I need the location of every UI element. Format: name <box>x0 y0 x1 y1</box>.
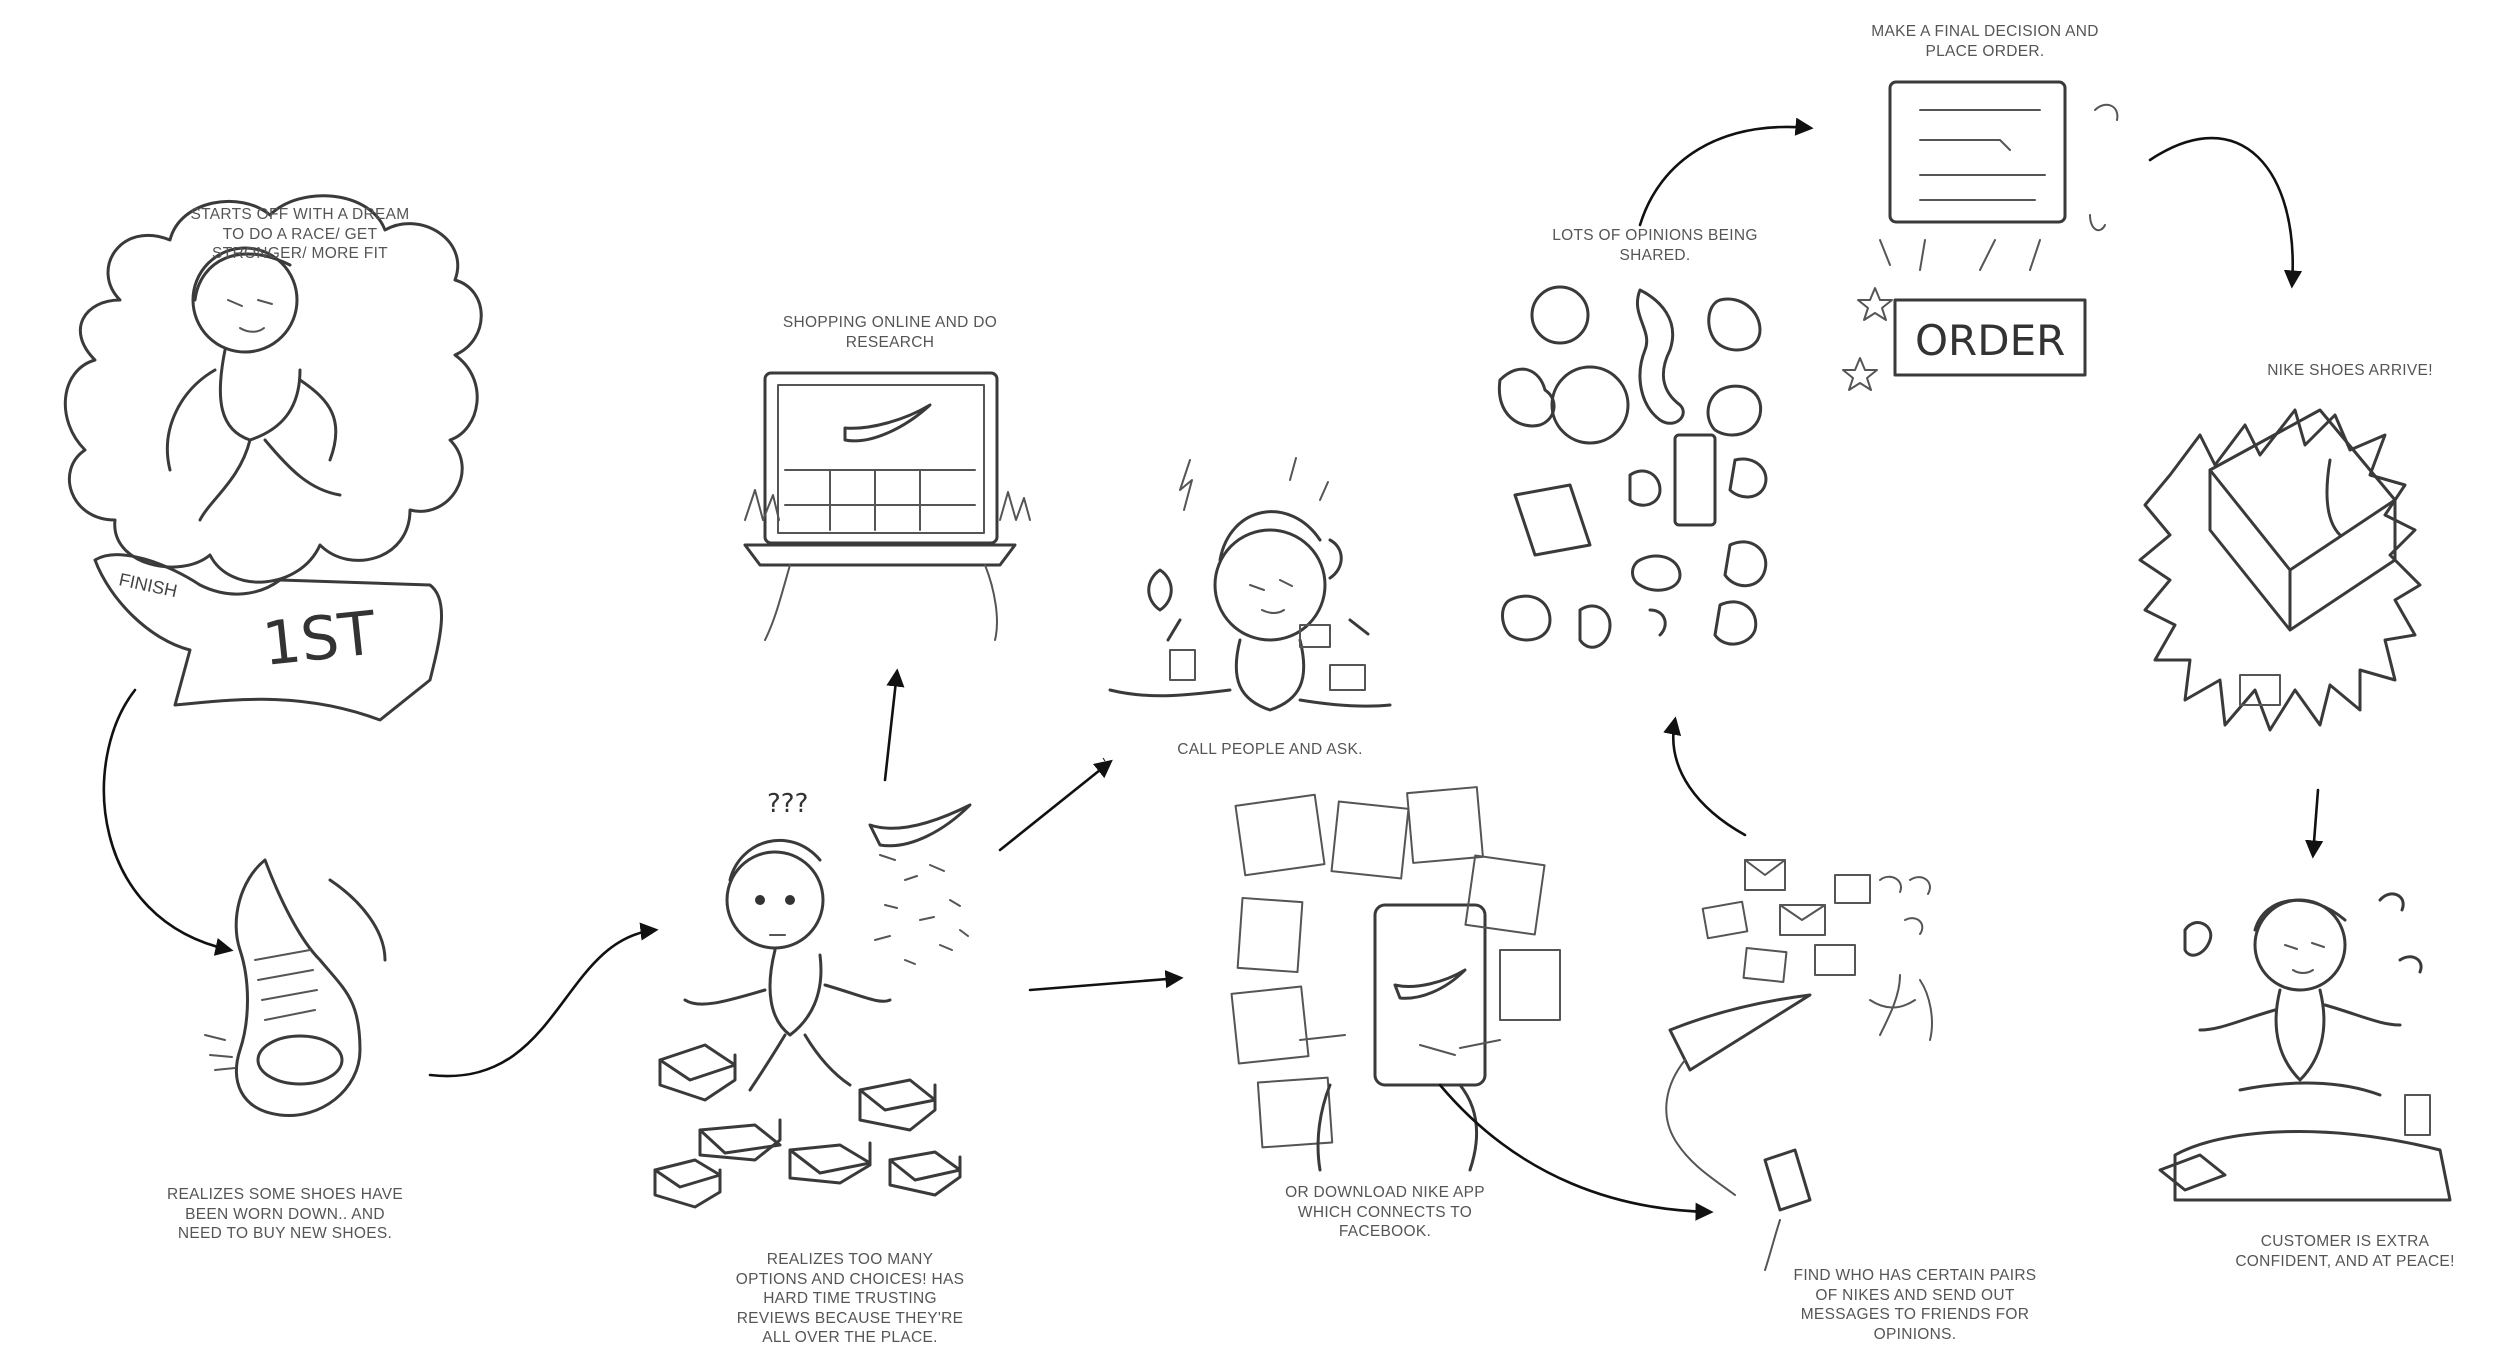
arrow-opinions-to-order <box>1638 117 1814 227</box>
caption-find-who: FIND WHO HAS CERTAIN PAIRS OF NIKES AND … <box>1793 1267 2037 1343</box>
order-sketch-text: ORDER <box>1915 316 2065 365</box>
caption-call-people: CALL PEOPLE AND ASK. <box>1177 741 1363 758</box>
first-place-text: 1ST <box>259 598 379 679</box>
caption-shoes-arrive: NIKE SHOES ARRIVE! <box>2267 362 2433 379</box>
caption-confident: CUSTOMER IS EXTRA CONFIDENT, AND AT PEAC… <box>2235 1233 2455 1270</box>
question-marks-text: ??? <box>767 789 808 819</box>
arrow-options-to-call <box>998 759 1113 852</box>
caption-dream: STARTS OFF WITH A DREAM TO DO A RACE/ GE… <box>190 206 410 262</box>
caption-shoes-worn: REALIZES SOME SHOES HAVE BEEN WORN DOWN.… <box>166 1186 404 1242</box>
call-people-illustration <box>1108 457 1392 712</box>
confident-customer-illustration <box>2158 892 2452 1202</box>
arrow-app-to-friends <box>1438 1083 1714 1221</box>
place-order-illustration: ORDER <box>1842 80 2119 391</box>
dream-cloud-illustration: FINISH 1ST <box>63 194 483 722</box>
arrow-options-to-shopping <box>883 668 905 782</box>
laptop-shopping-illustration <box>743 371 1031 641</box>
nike-app-illustration <box>1230 786 1561 1172</box>
worn-shoe-illustration <box>204 858 387 1118</box>
caption-opinions: LOTS OF OPINIONS BEING SHARED. <box>1552 227 1758 264</box>
arrow-order-to-arrival <box>2148 136 2303 289</box>
caption-too-many: REALIZES TOO MANY OPTIONS AND CHOICES! H… <box>735 1251 965 1346</box>
opinions-illustration <box>1497 285 1768 649</box>
caption-shopping: SHOPPING ONLINE AND DO RESEARCH <box>782 314 998 351</box>
arrow-shoes-to-options <box>428 922 659 1078</box>
flow-arrows <box>102 117 2324 1221</box>
arrow-options-to-app <box>1028 970 1184 992</box>
messages-to-friends-illustration <box>1665 859 1933 1271</box>
finish-banner-text: FINISH <box>117 569 179 601</box>
too-many-options-illustration: ??? <box>653 789 972 1209</box>
caption-final-decision: MAKE A FINAL DECISION AND PLACE ORDER. <box>1871 23 2099 60</box>
arrow-arrival-to-confident <box>2305 788 2324 859</box>
arrow-dream-to-shoes <box>102 688 234 956</box>
caption-nike-app: OR DOWNLOAD NIKE APP WHICH CONNECTS TO F… <box>1285 1184 1485 1240</box>
shoe-box-arrives-illustration <box>2138 408 2422 732</box>
arrow-friends-to-opinions <box>1663 716 1747 837</box>
